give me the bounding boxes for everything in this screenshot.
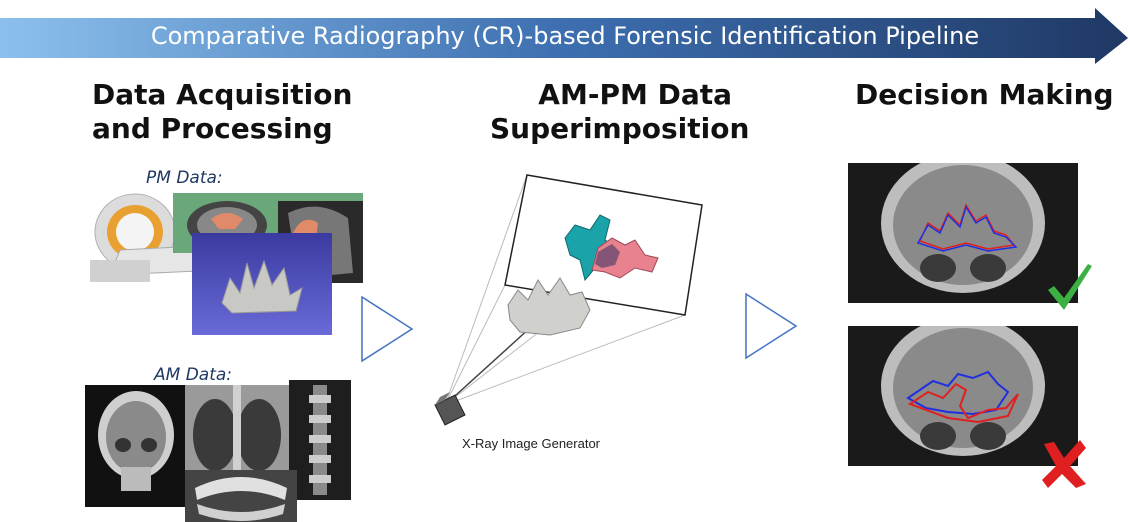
pm-outline [916,205,1018,252]
am-chest-radiograph [185,385,289,475]
am-outline [907,382,1019,424]
am-dental-panoramic-radiograph [185,470,297,522]
pm-outline [906,370,1010,416]
stage-3-heading: Decision Making [855,78,1114,112]
decision-match-radiograph [848,163,1078,303]
projection-line [444,314,686,406]
superimposition-diagram [434,174,703,426]
3d-sinus-model-image [192,233,332,335]
flow-arrow-1-icon [361,295,414,363]
stage-2-heading: AM-PM Data Superimposition [490,78,750,146]
stage-3-title-line1: Decision Making [855,78,1114,111]
banner-title: Comparative Radiography (CR)-based Foren… [150,22,980,50]
match-check-icon [1048,264,1092,310]
projection-line [444,284,506,406]
xray-generator-icon [434,394,466,426]
xray-generator-caption: X-Ray Image Generator [462,436,601,451]
am-data-label: AM Data: [154,365,233,385]
stage-1-heading: Data Acquisition and Processing [92,78,352,146]
overlap-region [595,244,620,268]
am-skull-radiograph [85,385,187,507]
mismatch-x-icon [1042,440,1086,488]
stage-1-title-line2: and Processing [92,112,333,145]
flow-arrow-2-icon [745,292,798,360]
am-outline [918,203,1016,250]
pipeline-banner: Comparative Radiography (CR)-based Foren… [0,0,1130,64]
banner-arrow-shape [0,8,1128,64]
decision-mismatch-radiograph [848,326,1078,466]
pm-data-cluster [80,185,370,335]
pm-data-label: PM Data: [146,168,223,188]
3d-model-in-scene [507,277,591,336]
am-spine-radiograph [289,380,351,500]
stage-2-title-line2: Superimposition [490,112,750,145]
projection-line [444,174,528,406]
stage-2-title-line1: AM-PM Data [538,78,732,111]
stage-1-title-line1: Data Acquisition [92,78,353,111]
